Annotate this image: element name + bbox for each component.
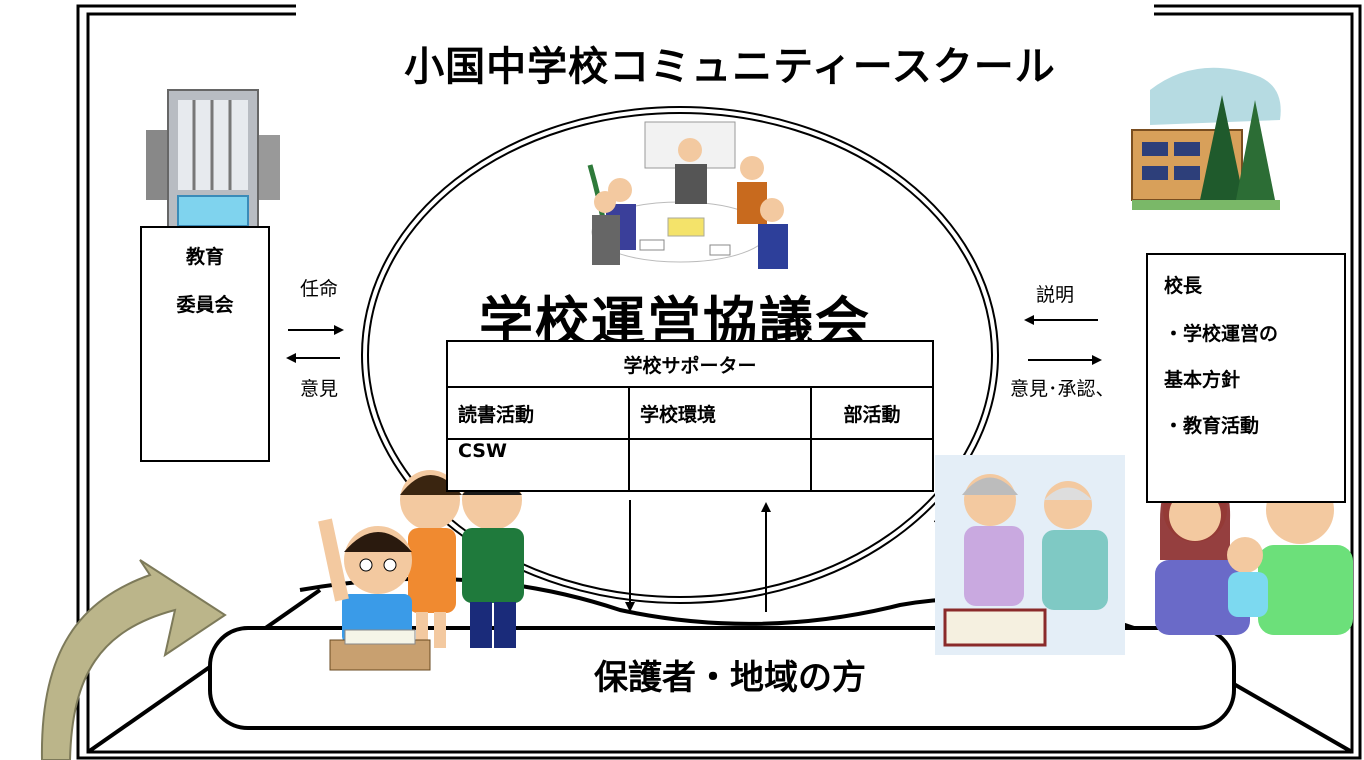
guardians-label: 保護者・地域の方 [594,658,866,698]
board-line1: 教育 [185,246,224,268]
school-building-icon [1131,67,1281,210]
title-gap [296,4,1154,20]
perspective-line-left [86,588,322,754]
office-building-icon [146,89,280,231]
principal-line3: 基本方針 [1164,369,1241,391]
supporters-table: 学校サポーター 読書活動 学校環境 部活動 CSW [446,340,934,492]
label-explain: 説明 [1036,284,1075,306]
principal-line2: ・学校運営の [1164,323,1279,345]
supporters-cell-empty-1 [628,438,812,492]
page-title: 小国中学校コミュニティースクール [404,44,1056,90]
supporters-col-environment: 学校環境 [628,386,812,440]
supporters-header: 学校サポーター [446,340,934,388]
supporters-col-club: 部活動 [810,386,934,440]
label-appoint: 任命 [300,278,339,300]
meeting-people-illustration [587,121,788,269]
elderly-couple-illustration [935,455,1125,655]
label-opinion: 意見 [300,378,339,400]
page-curl-icon [40,559,227,760]
supporters-cell-csw: CSW [446,438,630,492]
principal-box: 校長 ・学校運営の 基本方針 ・教育活動 [1146,253,1346,503]
supporters-cell-empty-2 [810,438,934,492]
principal-line4: ・教育活動 [1164,415,1260,437]
family-illustration [318,470,524,671]
board-of-education-box: 教育 委員会 [140,226,270,462]
principal-line1: 校長 [1164,275,1203,297]
council-ellipse-inner [367,112,993,598]
board-line2: 委員会 [176,294,234,316]
supporters-col-reading: 読書活動 [446,386,630,440]
label-opinion-approve: 意見･承認、 [1010,378,1115,400]
